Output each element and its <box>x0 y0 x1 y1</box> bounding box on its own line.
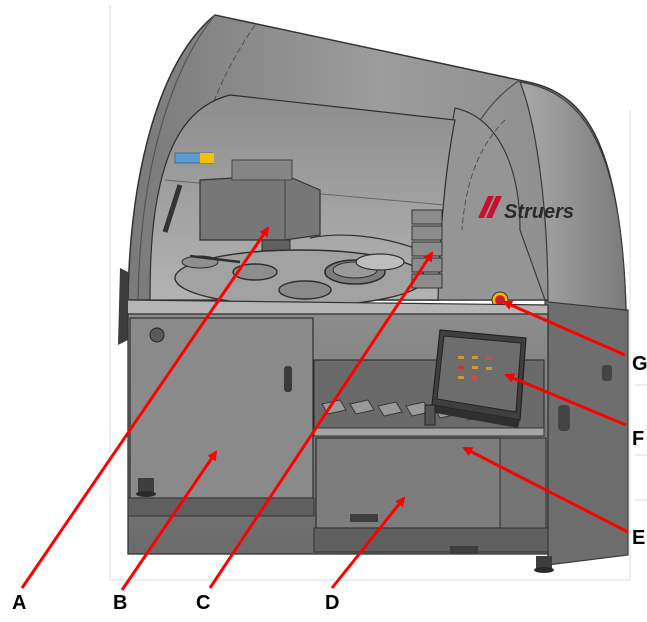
control-panel <box>424 329 527 428</box>
arrow-c <box>208 251 434 589</box>
hood-hinge <box>118 268 128 345</box>
arrow-a <box>20 226 270 589</box>
brand-logo-text: Struers <box>504 201 574 223</box>
arrow-f <box>504 373 627 427</box>
arrow-g <box>502 300 626 357</box>
image-frame <box>109 5 647 581</box>
left-door[interactable] <box>129 317 314 499</box>
door-handle[interactable] <box>284 366 292 392</box>
polishing-head <box>162 159 321 259</box>
brand-logo: Struers <box>478 196 574 223</box>
arrow-d <box>330 496 406 589</box>
callout-arrows <box>20 226 629 591</box>
door-lock[interactable] <box>149 327 165 343</box>
callout-label-a: A <box>12 592 27 614</box>
logo-mark-icon <box>478 196 494 218</box>
arrow-b <box>120 450 218 591</box>
callout-label-b: B <box>113 592 128 614</box>
dosing-rack <box>411 209 443 289</box>
callout-label-g: G <box>632 353 647 375</box>
callout-label-c: C <box>196 592 211 614</box>
callout-label-f: F <box>632 428 645 450</box>
callout-label-e: E <box>632 527 646 549</box>
arrow-e <box>462 446 629 534</box>
side-handle <box>558 405 570 431</box>
callout-label-d: D <box>325 592 340 614</box>
